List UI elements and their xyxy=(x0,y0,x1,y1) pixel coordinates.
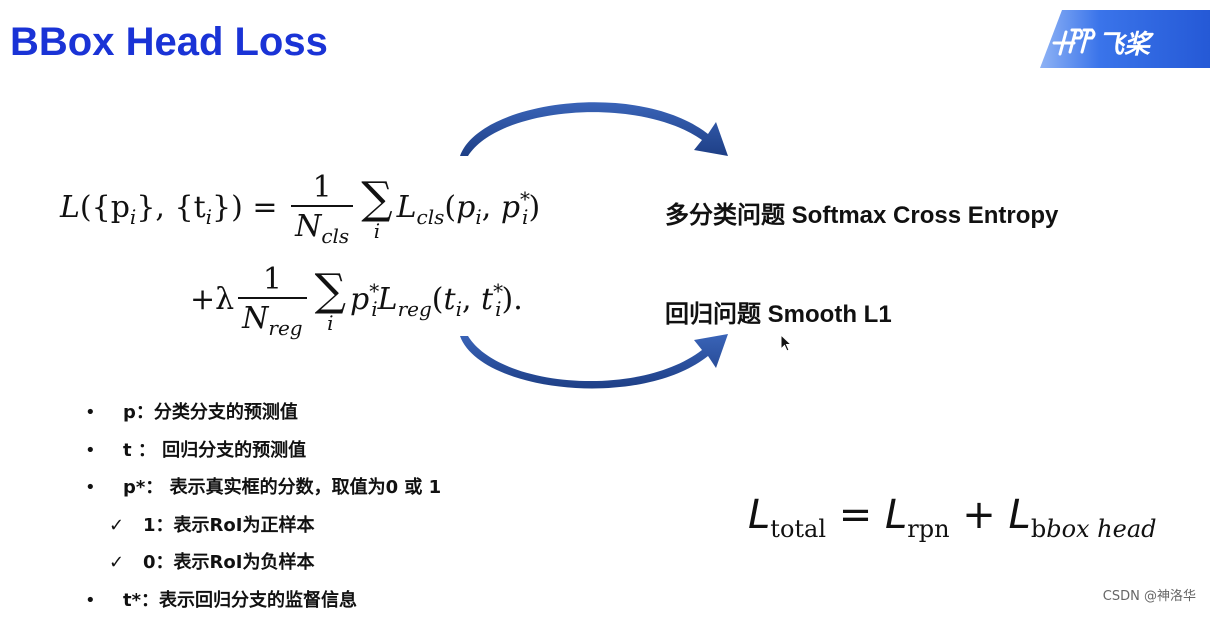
list-item: •p*： 表示真实框的分数，取值为0 或 1 xyxy=(85,475,441,513)
sum-symbol: ∑i xyxy=(315,269,346,333)
checkmark-icon: ✓ xyxy=(109,550,143,576)
checkmark-icon: ✓ xyxy=(109,513,143,539)
top-arrow xyxy=(460,102,728,156)
list-item: •t ： 回归分支的预测值 xyxy=(85,438,441,476)
regression-label: 回归问题 Smooth L1 xyxy=(665,294,892,329)
list-item: ✓0：表示RoI为负样本 xyxy=(85,550,441,588)
definition-list: •p：分类分支的预测值 •t ： 回归分支的预测值 •p*： 表示真实框的分数，… xyxy=(85,400,441,625)
list-item: ✓1：表示RoI为正样本 xyxy=(85,513,441,551)
bullet-icon: • xyxy=(85,438,123,464)
bullet-icon: • xyxy=(85,400,123,426)
list-item: •t*：表示回归分支的监督信息 xyxy=(85,588,441,625)
classification-label: 多分类问题 Softmax Cross Entropy xyxy=(665,195,1058,230)
sum-symbol: ∑i xyxy=(361,177,392,241)
mouse-cursor-icon xyxy=(780,334,794,354)
bullet-icon: • xyxy=(85,588,123,614)
total-loss-formula: Ltotal = Lrpn + Lbbox head xyxy=(748,492,1157,543)
bottom-arrow xyxy=(460,334,728,388)
watermark: CSDN @神洛华 xyxy=(1103,585,1196,604)
list-item: •p：分类分支的预测值 xyxy=(85,400,441,438)
bullet-icon: • xyxy=(85,475,123,501)
